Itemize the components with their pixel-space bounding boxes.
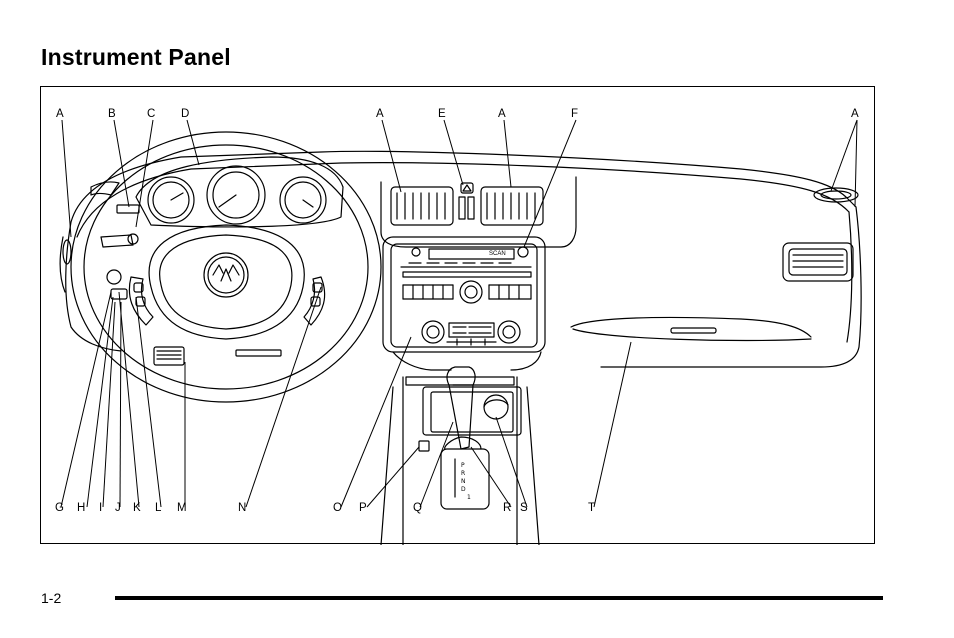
callout-bottom-i: I bbox=[99, 502, 103, 514]
callout-bottom-s: S bbox=[520, 502, 528, 514]
callout-top-b: B bbox=[108, 108, 116, 120]
svg-text:P: P bbox=[461, 462, 465, 469]
instrument-panel-illustration: P R N D 1 bbox=[40, 86, 875, 545]
callout-bottom-k: K bbox=[133, 502, 141, 514]
callout-bottom-g: G bbox=[55, 502, 64, 514]
callout-bottom-j: J bbox=[115, 502, 121, 514]
callout-bottom-m: M bbox=[177, 502, 187, 514]
callout-top-a2: A bbox=[376, 108, 384, 120]
callout-bottom-o: O bbox=[333, 502, 342, 514]
callout-bottom-t: T bbox=[588, 502, 596, 514]
svg-text:D: D bbox=[461, 486, 466, 493]
callout-top-e: E bbox=[438, 108, 446, 120]
footer-rule bbox=[115, 596, 883, 600]
callout-top-c: C bbox=[147, 108, 156, 120]
callout-top-d: D bbox=[181, 108, 190, 120]
callout-top-f: F bbox=[571, 108, 579, 120]
callout-bottom-r: R bbox=[503, 502, 512, 514]
callout-bottom-q: Q bbox=[413, 502, 422, 514]
page-title: Instrument Panel bbox=[41, 44, 231, 70]
callout-bottom-h: H bbox=[77, 502, 86, 514]
page-number: 1-2 bbox=[41, 590, 62, 606]
callout-bottom-l: L bbox=[155, 502, 162, 514]
callout-top-a1: A bbox=[56, 108, 64, 120]
callout-top-a4: A bbox=[851, 108, 859, 120]
instrument-panel-drawing: P R N D 1 bbox=[59, 119, 862, 545]
callout-bottom-p: P bbox=[359, 502, 367, 514]
svg-text:N: N bbox=[461, 478, 466, 485]
callout-top-a3: A bbox=[498, 108, 506, 120]
radio-display-text: SCAN bbox=[489, 251, 506, 257]
svg-text:R: R bbox=[461, 470, 465, 477]
callout-bottom-n: N bbox=[238, 502, 247, 514]
svg-text:1: 1 bbox=[467, 494, 471, 501]
